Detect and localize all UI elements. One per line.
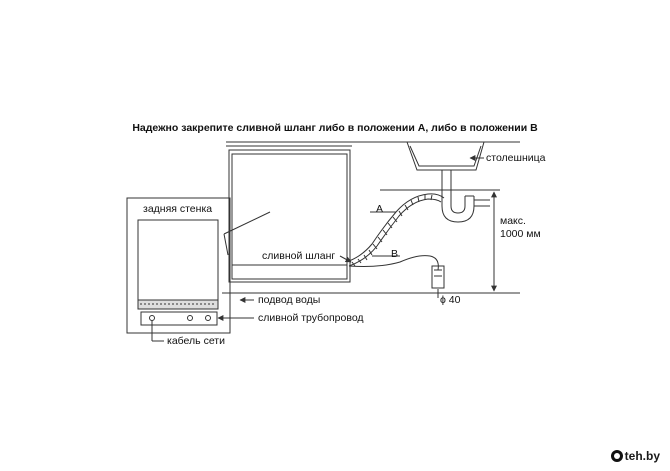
leader-lines (151, 155, 484, 342)
instruction-title: Надежно закрепите сливной шланг либо в п… (132, 122, 538, 134)
drain-pipe-label: сливной трубопровод (258, 312, 364, 324)
drain-hose-position-b (348, 255, 445, 289)
max-height-label-line1: макс. (500, 215, 526, 227)
position-b-label: B (391, 248, 399, 260)
pipe-diameter-label: ϕ 40 (440, 294, 461, 306)
back-wall-panel (126, 197, 231, 334)
floor-lines (222, 189, 520, 294)
watermark-text: teh.by (624, 449, 660, 463)
countertop-label: столешница (486, 152, 546, 164)
power-cable-label: кабель сети (167, 335, 225, 347)
dishwasher-body (226, 141, 400, 283)
height-dimension (488, 189, 500, 294)
watermark: teh.by (610, 449, 660, 463)
zoom-lines (223, 211, 271, 256)
sink (400, 141, 520, 223)
back-wall-label: задняя стенка (143, 203, 213, 215)
drain-hose-label: сливной шланг (262, 250, 336, 262)
water-supply-label: подвод воды (258, 294, 321, 306)
max-height-label-line2: 1000 мм (500, 228, 541, 240)
position-a-label: A (376, 203, 384, 215)
watermark-logo-icon (610, 450, 623, 462)
